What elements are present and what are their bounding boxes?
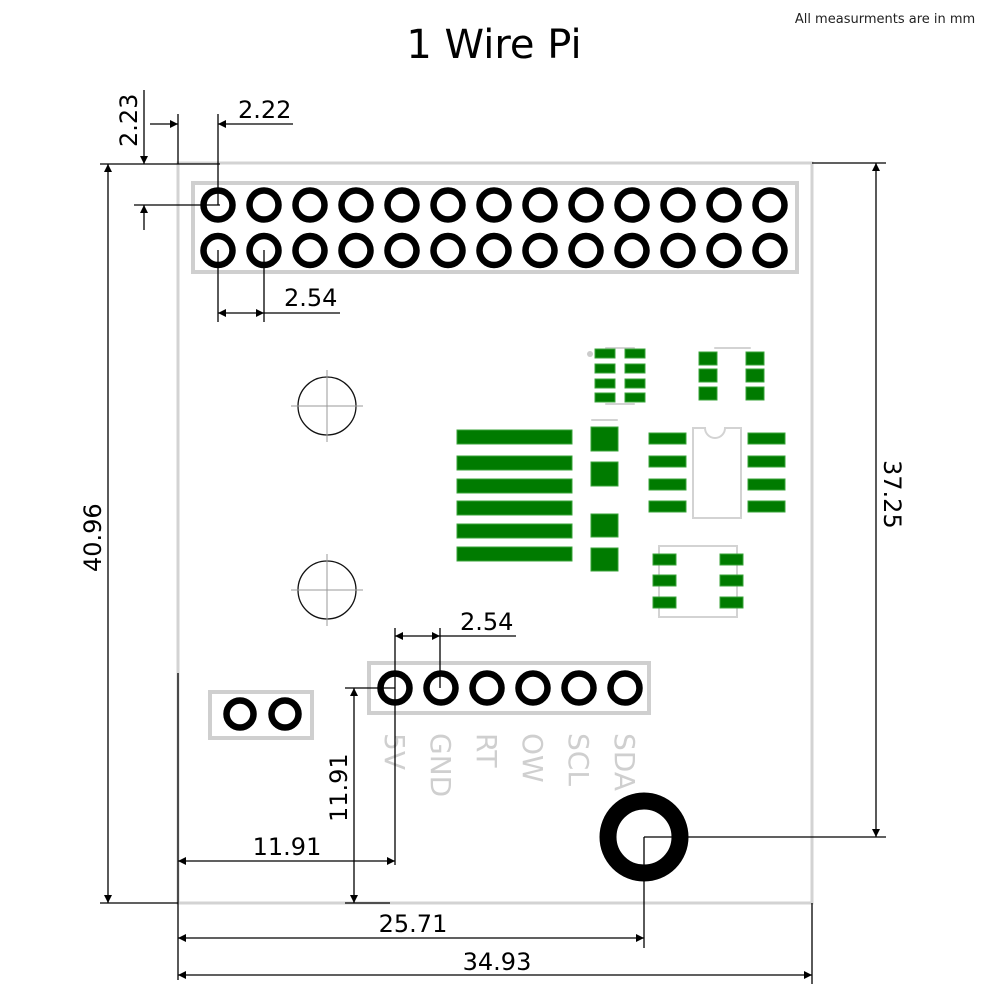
units-note: All measurments are in mm [795, 12, 975, 27]
dim-label-mount-hole-y: 37.25 [878, 460, 906, 529]
dim-mount-hole-y: 37.25 [644, 162, 906, 838]
gpio-header [200, 187, 788, 269]
gpio-pin [568, 187, 604, 223]
dim-connector-x: 11.91 [178, 833, 395, 865]
dip8-ic-footprint [648, 427, 786, 519]
gpio-pin [522, 187, 558, 223]
alignment-hole-top [291, 370, 363, 442]
dim-header-offset-x: 2.22 [150, 96, 293, 205]
sot6-footprint [652, 545, 744, 618]
gpio-pin [660, 187, 696, 223]
dim-label-header-pitch: 2.54 [284, 284, 337, 312]
dim-connector-pitch: 2.54 [394, 608, 516, 865]
gpio-pin [614, 187, 650, 223]
dim-header-offset-y: 2.23 [100, 90, 220, 230]
dim-header-pitch: 2.54 [217, 250, 340, 322]
board-outline [176, 161, 814, 905]
gpio-pin [706, 232, 742, 269]
jumper [223, 697, 302, 731]
dim-mount-hole-x: 25.71 [178, 837, 645, 948]
connector-pin [607, 670, 643, 706]
gpio-pin [752, 187, 788, 223]
connector-pin [515, 670, 551, 706]
dim-label-header-offset-y: 2.23 [115, 94, 143, 147]
jumper-outline [208, 690, 314, 740]
dim-label-mount-hole-x: 25.71 [379, 910, 448, 938]
dim-label-header-offset-x: 2.22 [238, 96, 291, 124]
gpio-pin [706, 187, 742, 223]
gpio-header-outline [191, 181, 799, 274]
connector-pad-array [456, 429, 573, 562]
connector-pin-label: OW [516, 733, 549, 783]
gpio-pin [246, 187, 282, 223]
jumper-pin [223, 697, 257, 731]
gpio-pin [292, 232, 328, 269]
gpio-pin [522, 232, 558, 269]
dim-connector-y: 11.91 [325, 687, 395, 904]
dim-label-connector-y: 11.91 [325, 753, 353, 822]
connector-pin [423, 670, 459, 706]
jumper-pin [268, 697, 302, 731]
dim-board-height: 40.96 [79, 164, 179, 980]
connector-pin [469, 670, 505, 706]
dim-label-connector-x: 11.91 [253, 833, 322, 861]
gpio-pin [614, 232, 650, 269]
connector-pin-label: SDA [608, 733, 641, 791]
sma-diode-pads [590, 419, 619, 572]
gpio-pin [476, 232, 512, 269]
gpio-pin [292, 187, 328, 223]
gpio-pin [752, 232, 788, 269]
alignment-hole-bottom [291, 554, 363, 626]
sot23-6-footprint [698, 347, 765, 401]
dim-board-width: 34.93 [178, 903, 813, 984]
gpio-pin [338, 232, 374, 269]
gpio-pin [384, 187, 420, 223]
gpio-pin [568, 232, 604, 269]
gpio-pin [660, 232, 696, 269]
connector-pin-label: RT [470, 733, 503, 768]
dim-label-connector-pitch: 2.54 [460, 608, 513, 636]
gpio-pin [476, 187, 512, 223]
connector-pin-label: SCL [562, 733, 595, 786]
gpio-pin [430, 187, 466, 223]
connector-pin [561, 670, 597, 706]
soic8-small-footprint [587, 347, 646, 405]
dim-label-board-width: 34.93 [463, 948, 532, 976]
gpio-pin [338, 187, 374, 223]
connector [377, 670, 643, 706]
dim-label-board-height: 40.96 [79, 503, 107, 572]
gpio-pin [430, 232, 466, 269]
gpio-pin [384, 232, 420, 269]
connector-pin-label: GND [424, 733, 457, 797]
drawing-title: 1 Wire Pi [406, 22, 581, 68]
